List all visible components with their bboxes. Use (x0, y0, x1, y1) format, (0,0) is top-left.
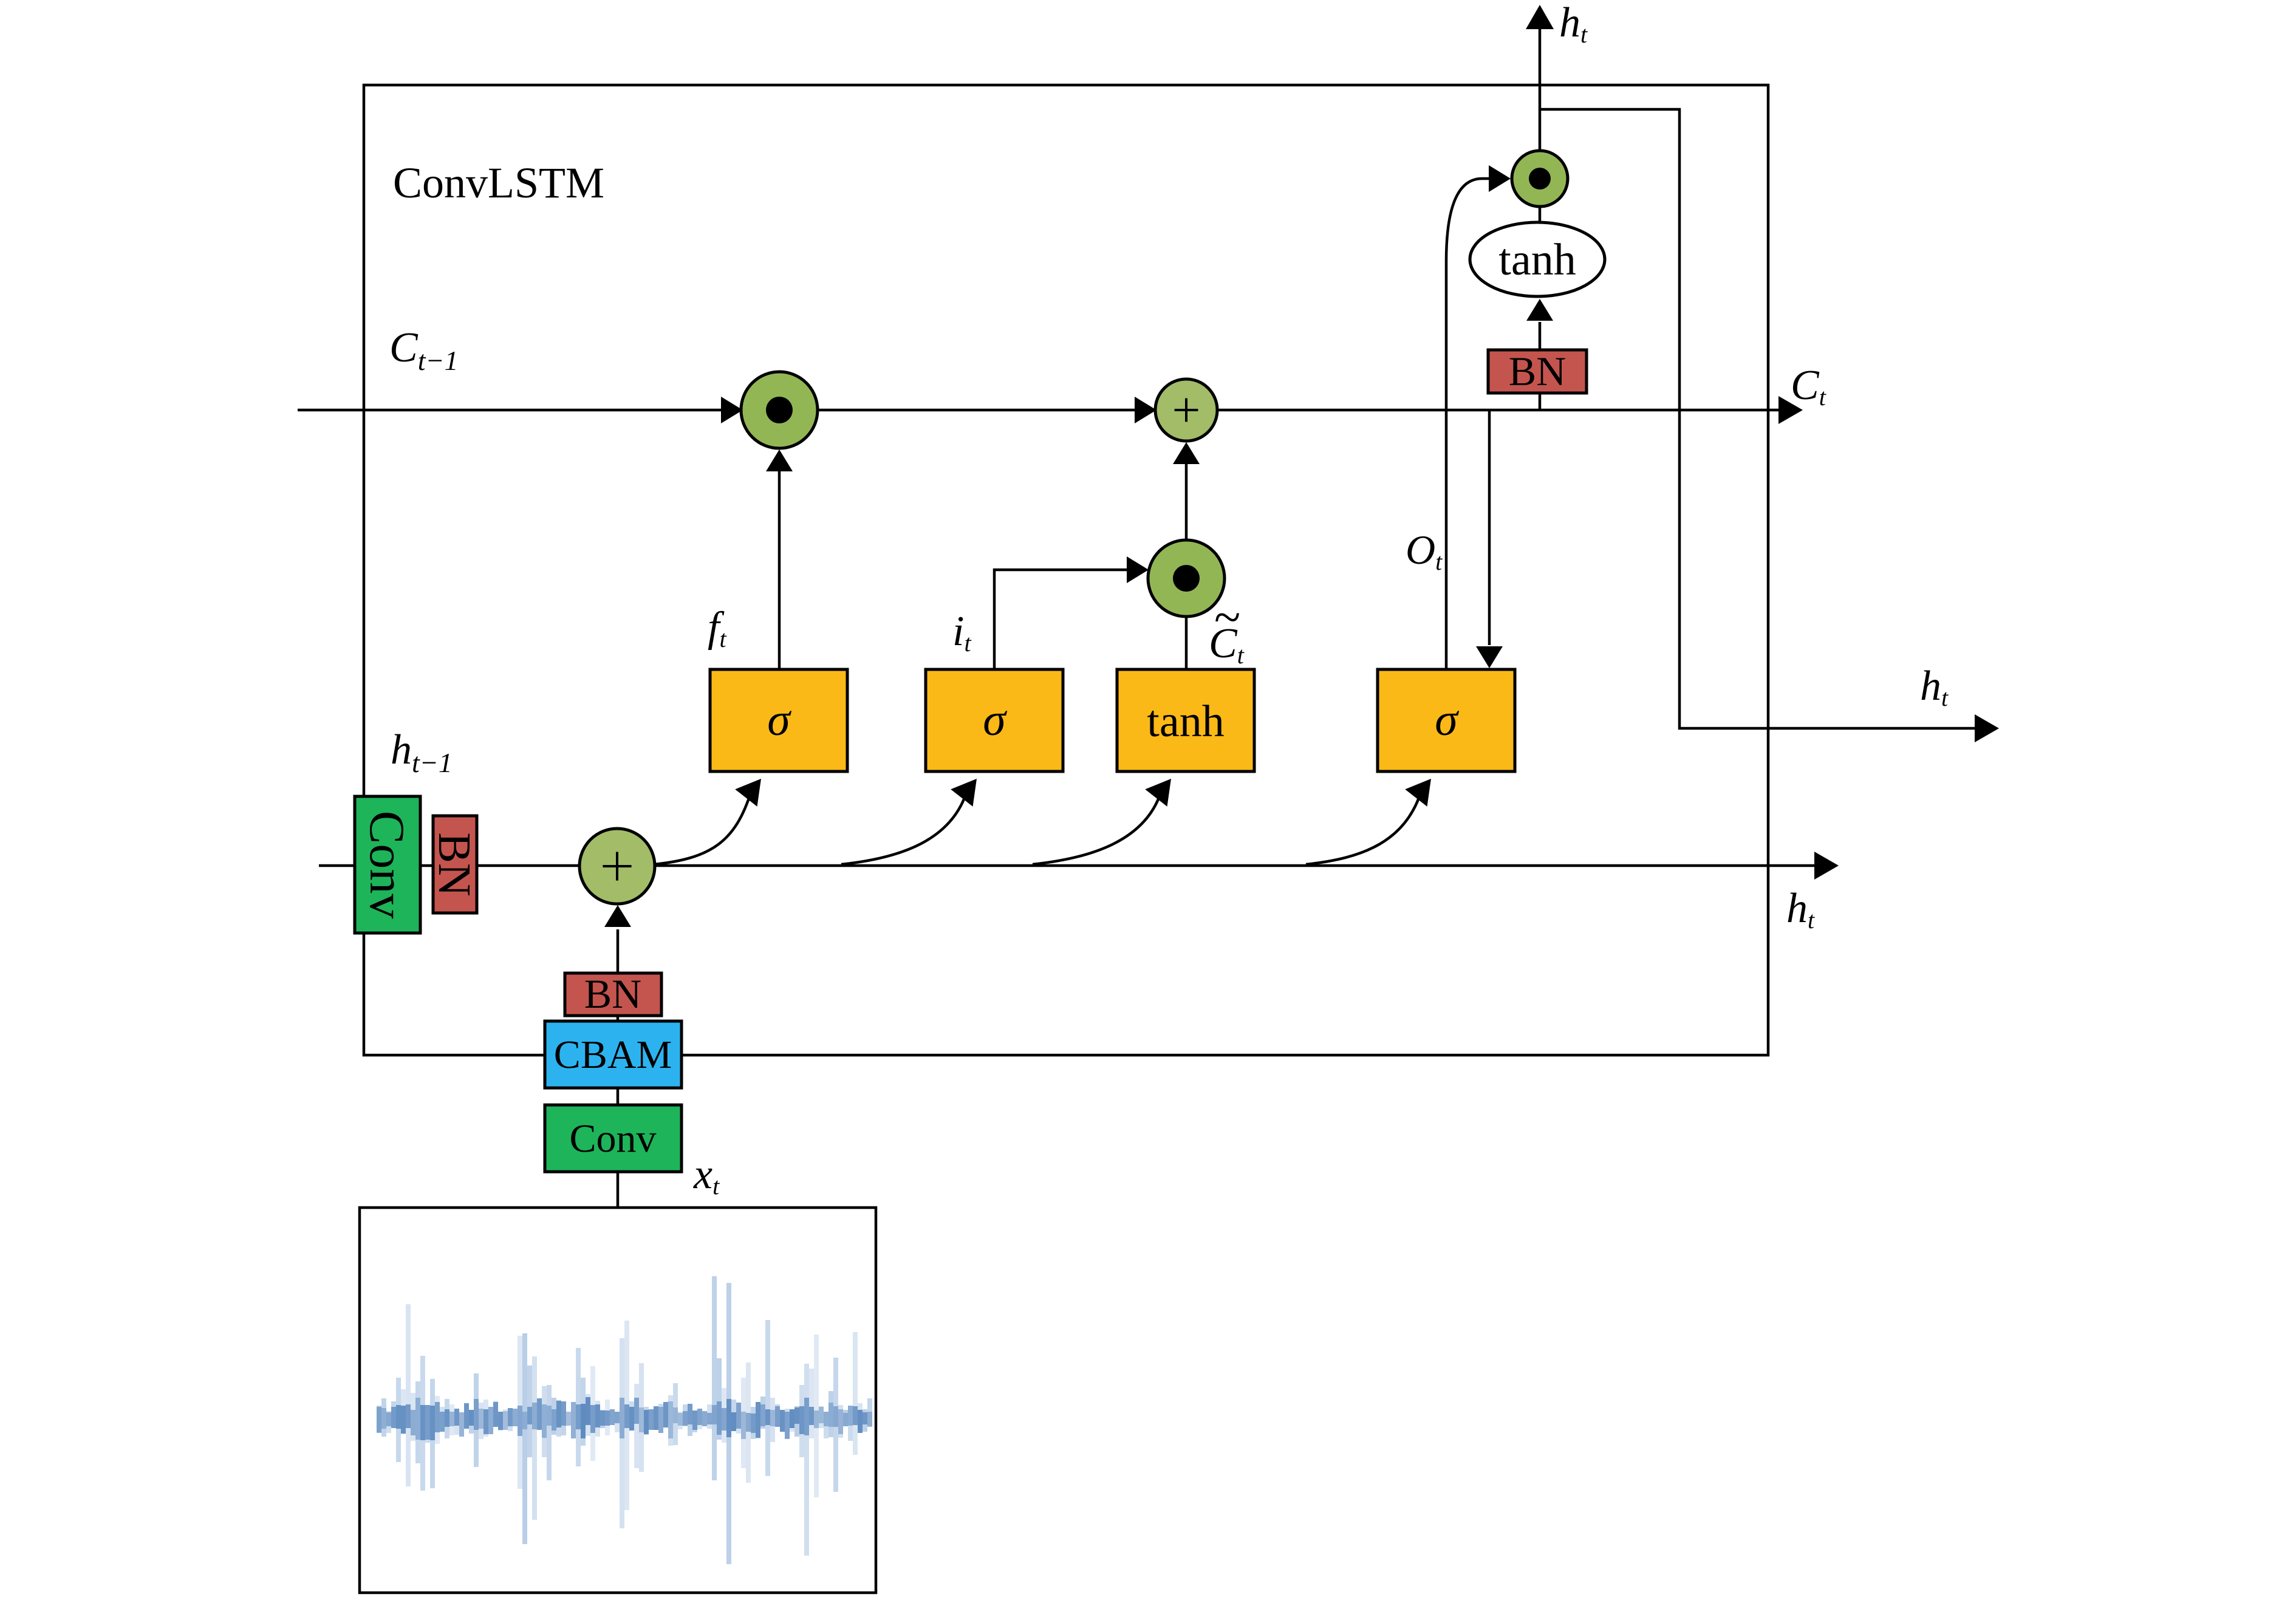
svg-text:σ: σ (767, 694, 791, 745)
svg-text:ConvLSTM: ConvLSTM (393, 159, 604, 207)
svg-text:σ: σ (1435, 694, 1459, 745)
svg-text:Conv: Conv (569, 1116, 656, 1161)
svg-text:Conv: Conv (360, 811, 415, 919)
svg-text:BN: BN (1509, 348, 1566, 394)
svg-text:tanh: tanh (1147, 697, 1224, 747)
svg-text:σ: σ (983, 694, 1007, 745)
svg-text:it: it (952, 608, 971, 657)
svg-text:Ct: Ct (1791, 362, 1826, 411)
svg-text:ft: ft (708, 604, 726, 652)
svg-text:~: ~ (1214, 591, 1240, 644)
svg-text:CBAM: CBAM (554, 1033, 672, 1077)
svg-text:BN: BN (584, 971, 641, 1017)
svg-text:BN: BN (429, 832, 480, 897)
svg-text:tanh: tanh (1498, 235, 1576, 285)
